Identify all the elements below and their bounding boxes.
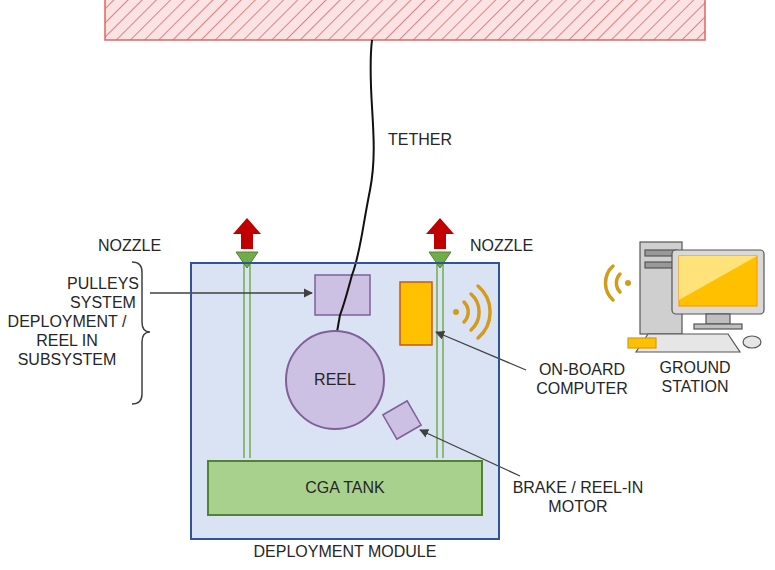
nozzle-symbol-part: [236, 252, 258, 268]
thrust-arrow-part: [426, 218, 454, 249]
gas-pipe-part: [442, 264, 444, 458]
ground-station-computer-part: [672, 250, 764, 314]
gas-pipe-part: [436, 264, 438, 458]
nozzle-symbol-part: [429, 252, 451, 268]
wifi-signal-part: [464, 302, 468, 322]
wifi-signal-part: [471, 294, 479, 330]
module-title: DEPLOYMENT MODULE: [172, 542, 518, 561]
module-fill: [190, 262, 500, 540]
thrust-arrow-part: [233, 218, 261, 249]
subsystem-label: DEPLOYMENT / REEL IN SUBSYSTEM: [4, 312, 130, 370]
ceiling-bar: [105, 0, 705, 40]
station-label: GROUND STATION: [650, 358, 740, 396]
computer-box: [400, 282, 432, 345]
wifi-signal-part: [616, 274, 620, 292]
nozzle-label: NOZZLE: [470, 236, 550, 255]
wifi-signal-part: [478, 286, 490, 338]
brake-motor: [383, 401, 421, 439]
nozzle-label: NOZZLE: [98, 236, 178, 255]
nozzle-symbol: [236, 252, 451, 268]
reel-circle: REEL: [285, 330, 385, 430]
wifi-signal-part: [453, 309, 459, 315]
leader-line-part: [150, 292, 312, 293]
leader-line-part: [436, 332, 526, 370]
part-label: ON-BOARD COMPUTER: [526, 360, 638, 398]
ground-station-computer-part: [679, 256, 757, 300]
tether-label: TETHER: [388, 130, 468, 149]
tank-box: CGA TANK: [207, 460, 483, 516]
ground-station-computer-part: [679, 256, 757, 306]
ground-station-computer-part: [628, 338, 656, 348]
part-label: BRAKE / REEL-IN MOTOR: [508, 478, 648, 516]
leader-line: [150, 293, 526, 476]
ground-station-computer-part: [694, 324, 742, 329]
node-label: CGA TANK: [305, 478, 384, 497]
module-box: DEPLOYMENT MODULEREELCGA TANK: [190, 262, 500, 540]
ground-station-computer-part: [706, 314, 730, 324]
ground-station-computer: [628, 242, 764, 352]
tether-line: [337, 40, 374, 332]
part-label: PULLEYS SYSTEM: [58, 274, 148, 312]
wifi-signal-part: [605, 266, 613, 300]
node-label: REEL: [314, 370, 356, 389]
ground-station-computer-part: [743, 336, 761, 348]
wifi-signal-part: [625, 280, 631, 286]
wifi-signal: [453, 266, 631, 338]
thrust-arrow: [233, 218, 454, 249]
